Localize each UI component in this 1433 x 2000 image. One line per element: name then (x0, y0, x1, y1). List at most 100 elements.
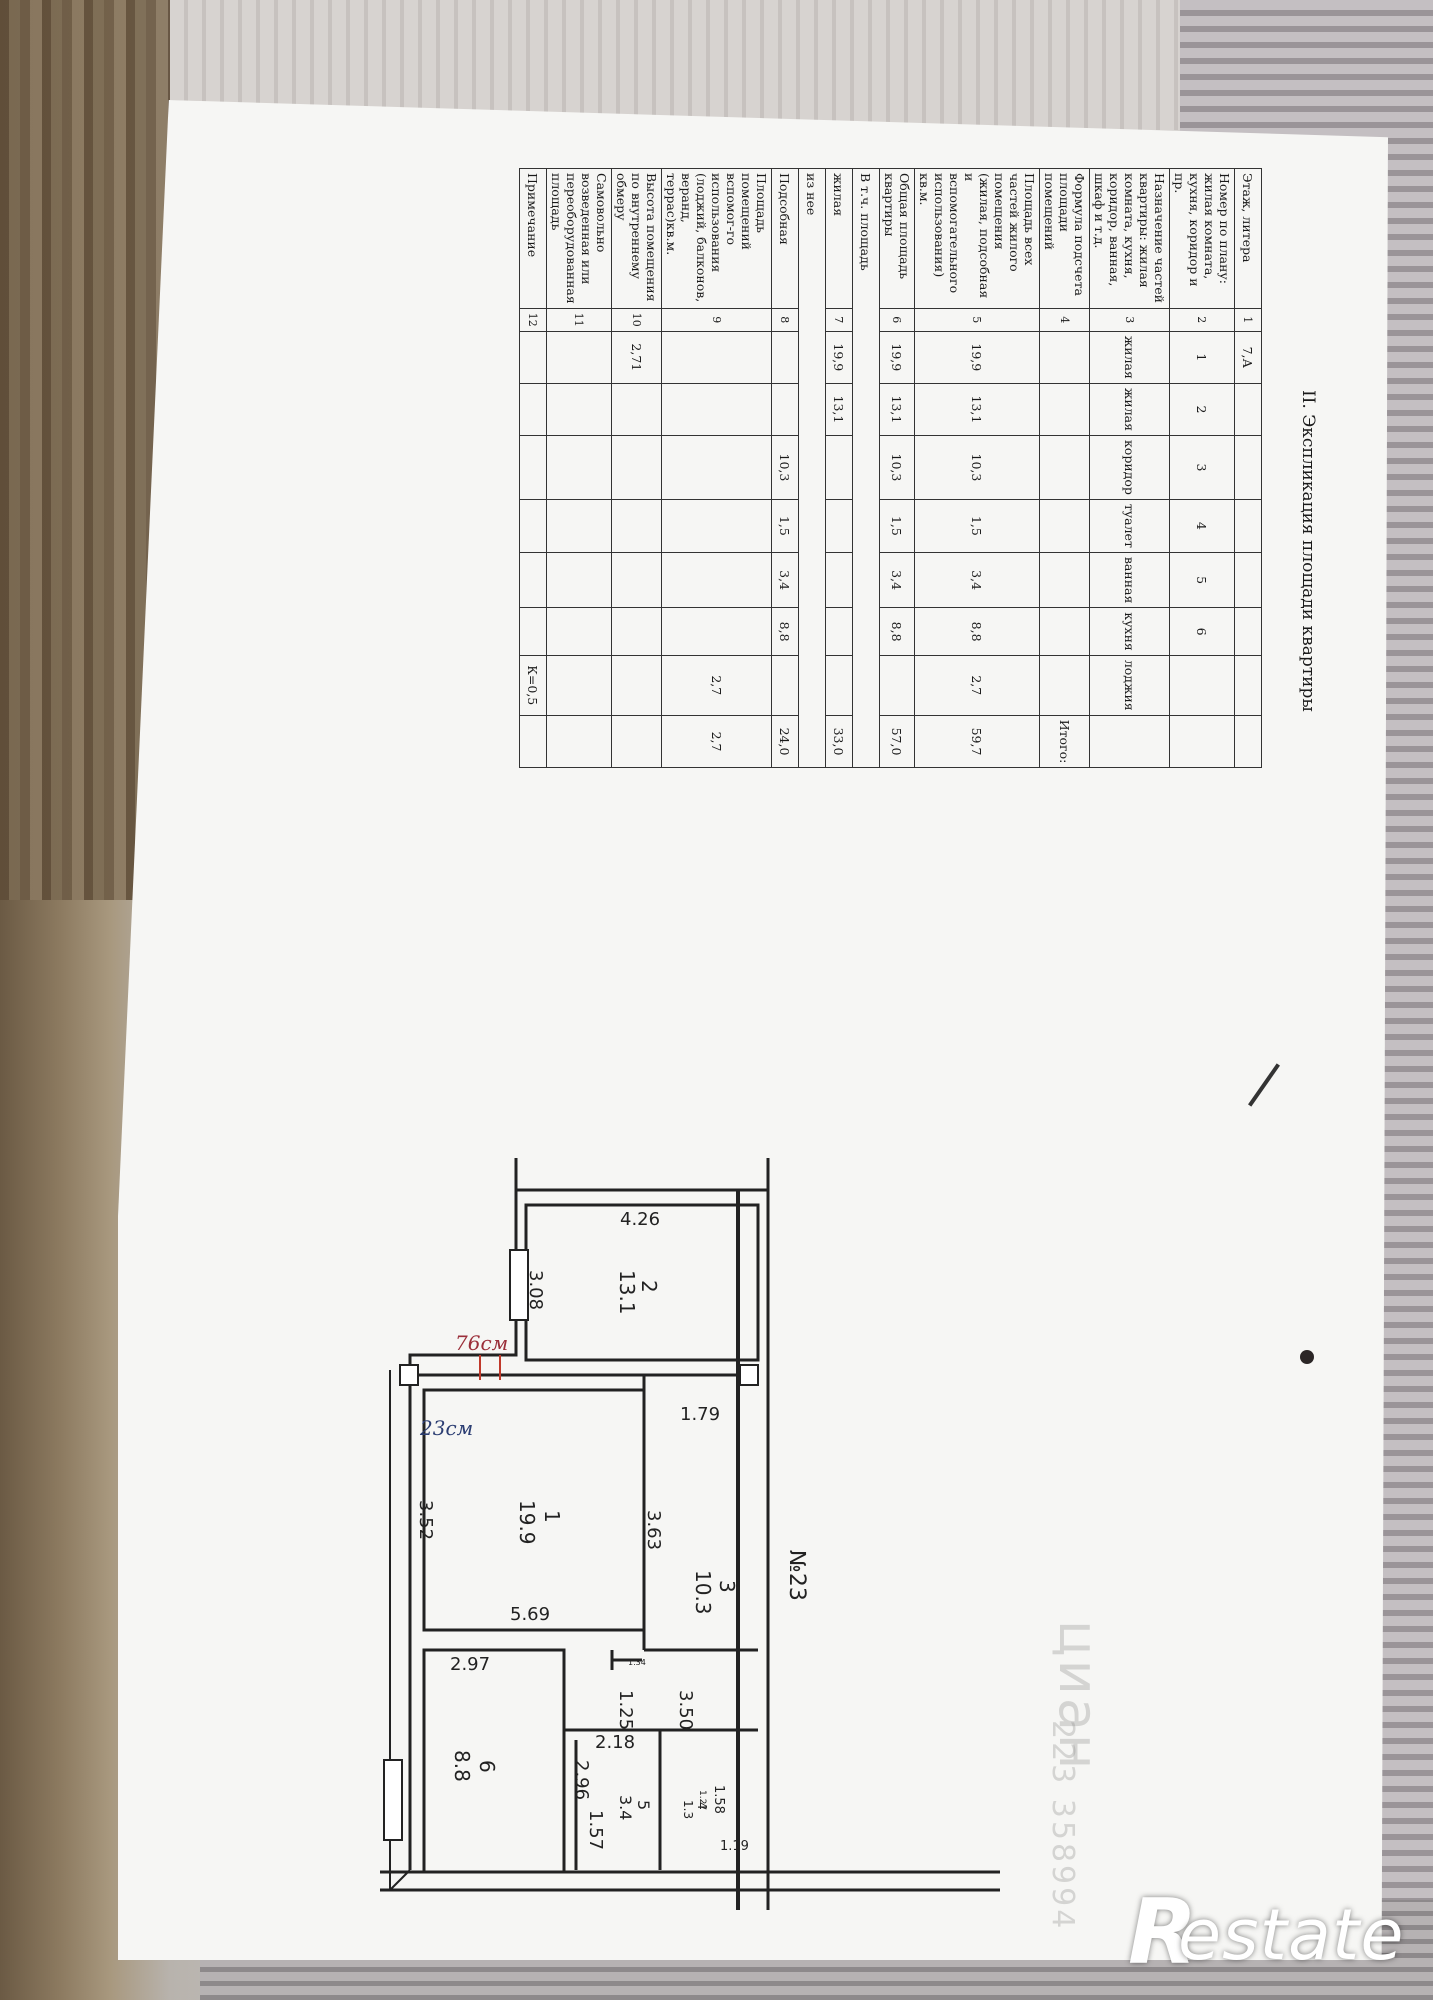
column-number: 5 (914, 308, 1040, 332)
table-cell (546, 499, 612, 553)
dim-4-26: 4.26 (620, 1209, 660, 1230)
table-cell: 19,9 (825, 331, 853, 384)
table-cell: К=0,5 (519, 655, 547, 716)
table-cell (611, 499, 662, 553)
table-cell (1039, 435, 1090, 500)
table-cell: 2,7 (914, 655, 1040, 716)
column-header: Назначение частей квартиры: жилая комнат… (1089, 168, 1170, 309)
table-cell (546, 655, 612, 716)
table-cell (546, 435, 612, 500)
room-2-area: 13.1 (615, 1270, 639, 1315)
column-number: 2 (1169, 308, 1235, 332)
table-cell (879, 655, 915, 716)
dim-1-25: 1.25 (615, 1690, 636, 1730)
table-cell (1039, 331, 1090, 384)
table-cell (1234, 655, 1262, 716)
total-cell (1234, 715, 1262, 768)
table-cell (1039, 499, 1090, 553)
table-cell (1234, 607, 1262, 656)
column-number: 6 (879, 308, 915, 332)
dim-2-96: 2.96 (571, 1760, 592, 1800)
column-header: Номер по плану: жилая комната, кухня, ко… (1169, 168, 1235, 309)
table-cell: 3,4 (771, 552, 799, 608)
dim-2-97: 2.97 (450, 1654, 490, 1675)
dim-3-50: 3.50 (675, 1690, 696, 1730)
room-4-no: 4 (695, 1802, 709, 1810)
table-row: Площадь всех частей жилого помещения (жи… (914, 168, 1040, 768)
table-cell (546, 552, 612, 608)
table-cell (1169, 655, 1235, 716)
table-cell: 13,1 (879, 383, 915, 436)
room-2-no: 2 (637, 1280, 661, 1293)
restate-logo: R estate (1128, 1888, 1428, 1984)
table-cell (825, 435, 853, 500)
table-cell (771, 331, 799, 384)
column-header: Общая площадь квартиры (879, 168, 915, 309)
group-sub-header: из нее (798, 168, 826, 768)
document-title: II. Экспликация площади квартиры (1298, 390, 1318, 712)
table-cell (825, 499, 853, 553)
room-5-no: 5 (634, 1800, 653, 1810)
table-cell: 10,3 (914, 435, 1040, 500)
column-header: Этаж, литера (1234, 168, 1262, 309)
table-cell: 8,8 (879, 607, 915, 656)
table-cell (661, 331, 772, 384)
column-header: Формула подсчета площади помещений (1039, 168, 1090, 309)
table-cell: 1,5 (879, 499, 915, 553)
table-cell: 1,5 (914, 499, 1040, 553)
column-header: Высота помещения по внутреннему обмеру (611, 168, 662, 309)
table-cell (546, 607, 612, 656)
total-cell: 24,0 (771, 715, 799, 768)
handwritten-76cm: 76см (455, 1331, 508, 1355)
table-cell: жилая (1089, 331, 1170, 384)
table-row: Площадь помещений вспомог-го использован… (661, 168, 772, 768)
table-cell (611, 435, 662, 500)
ink-spot (1300, 1350, 1314, 1364)
table-cell (611, 607, 662, 656)
total-cell (546, 715, 612, 768)
total-cell: 59,7 (914, 715, 1040, 768)
column-number: 3 (1089, 308, 1170, 332)
logo-text: estate (1178, 1894, 1405, 1976)
dim-1-79: 1.79 (680, 1404, 720, 1425)
table-cell: туалет (1089, 499, 1170, 553)
room-labels: 2 13.1 1 19.9 3 10.3 6 8.8 5 3.4 4 1.3 №… (450, 1270, 809, 1820)
table-cell (1039, 655, 1090, 716)
walls (360, 1158, 1000, 1950)
table-cell: 10,3 (879, 435, 915, 500)
table-cell (661, 552, 772, 608)
table-cell (661, 607, 772, 656)
table-cell: жилая (1089, 383, 1170, 436)
total-cell: 57,0 (879, 715, 915, 768)
table-cell: 19,9 (914, 331, 1040, 384)
floor-plan: 4.26 3.08 1.79 3.52 3.63 5.69 2.97 1.25 … (360, 1150, 1040, 1950)
table-cell (519, 499, 547, 553)
table-cell: 3,4 (879, 552, 915, 608)
group-header: В т.ч. площадь (852, 168, 880, 768)
room-6-area: 8.8 (450, 1750, 474, 1782)
table-cell: 13,1 (914, 383, 1040, 436)
dim-3-52: 3.52 (415, 1500, 436, 1540)
table-cell (825, 655, 853, 716)
table-cell (546, 331, 612, 384)
table-cell: 8,8 (771, 607, 799, 656)
table-cell: 13,1 (825, 383, 853, 436)
floor-plan-svg: 4.26 3.08 1.79 3.52 3.63 5.69 2.97 1.25 … (360, 1158, 1000, 1950)
apartment-number: №23 (784, 1550, 809, 1601)
total-cell (1169, 715, 1235, 768)
table-cell (825, 607, 853, 656)
table-row: Самовольно возведенная или переоборудова… (546, 168, 612, 768)
total-cell: 2,7 (661, 715, 772, 768)
column-header: Примечание (519, 168, 547, 309)
table-cell (611, 383, 662, 436)
table-cell: 3,4 (914, 552, 1040, 608)
table-cell (771, 383, 799, 436)
table-cell (1234, 383, 1262, 436)
room-1-area: 19.9 (515, 1500, 539, 1545)
total-cell: Итого: (1039, 715, 1090, 768)
